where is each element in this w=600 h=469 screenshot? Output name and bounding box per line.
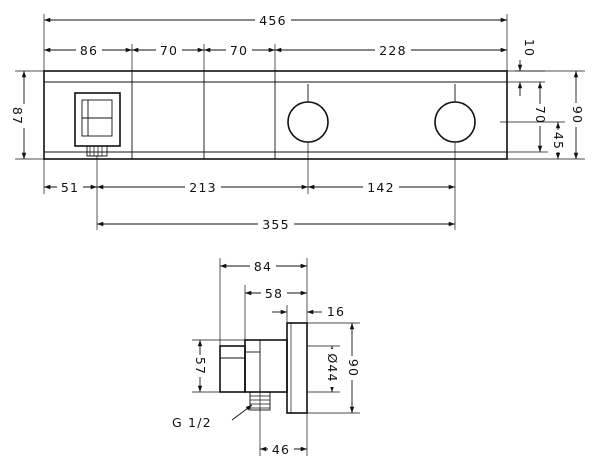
side-back-block bbox=[219, 345, 246, 393]
dim-87: 87 bbox=[10, 107, 25, 125]
thread-label: G 1/2 bbox=[172, 415, 212, 430]
side-front-plate bbox=[286, 322, 308, 414]
front-panel-outline bbox=[43, 70, 508, 160]
dim-16: 16 bbox=[327, 304, 345, 319]
dim-58: 58 bbox=[265, 286, 283, 301]
hose-connector-front bbox=[86, 145, 108, 157]
dim-84: 84 bbox=[254, 259, 272, 274]
dim-57: 57 bbox=[193, 357, 208, 375]
dim-51: 51 bbox=[61, 180, 79, 195]
dim-46: 46 bbox=[272, 442, 290, 457]
dim-355: 355 bbox=[262, 217, 289, 232]
dim-45: 45 bbox=[551, 132, 566, 150]
dim-70-right: 70 bbox=[533, 106, 548, 124]
dim-70b: 70 bbox=[230, 43, 248, 58]
dim-70a: 70 bbox=[160, 43, 178, 58]
dim-142: 142 bbox=[367, 180, 394, 195]
dim-228: 228 bbox=[379, 43, 406, 58]
knob-left bbox=[287, 84, 329, 159]
dim-456: 456 bbox=[259, 13, 286, 28]
dim-90: 90 bbox=[570, 106, 585, 124]
shower-holder bbox=[74, 92, 121, 147]
dim-diameter-44: Ø44 bbox=[325, 353, 340, 382]
dim-213: 213 bbox=[189, 180, 216, 195]
front-view: 456 86 70 70 228 10 87 70 bbox=[10, 13, 585, 232]
side-body bbox=[244, 339, 288, 393]
knob-right bbox=[434, 84, 476, 159]
dim-90-side: 90 bbox=[346, 359, 361, 377]
thread-leader bbox=[231, 404, 253, 421]
side-view: 84 58 16 57 Ø44 90 G 1/2 bbox=[172, 258, 361, 457]
dim-10: 10 bbox=[522, 39, 537, 57]
dim-86: 86 bbox=[80, 43, 98, 58]
